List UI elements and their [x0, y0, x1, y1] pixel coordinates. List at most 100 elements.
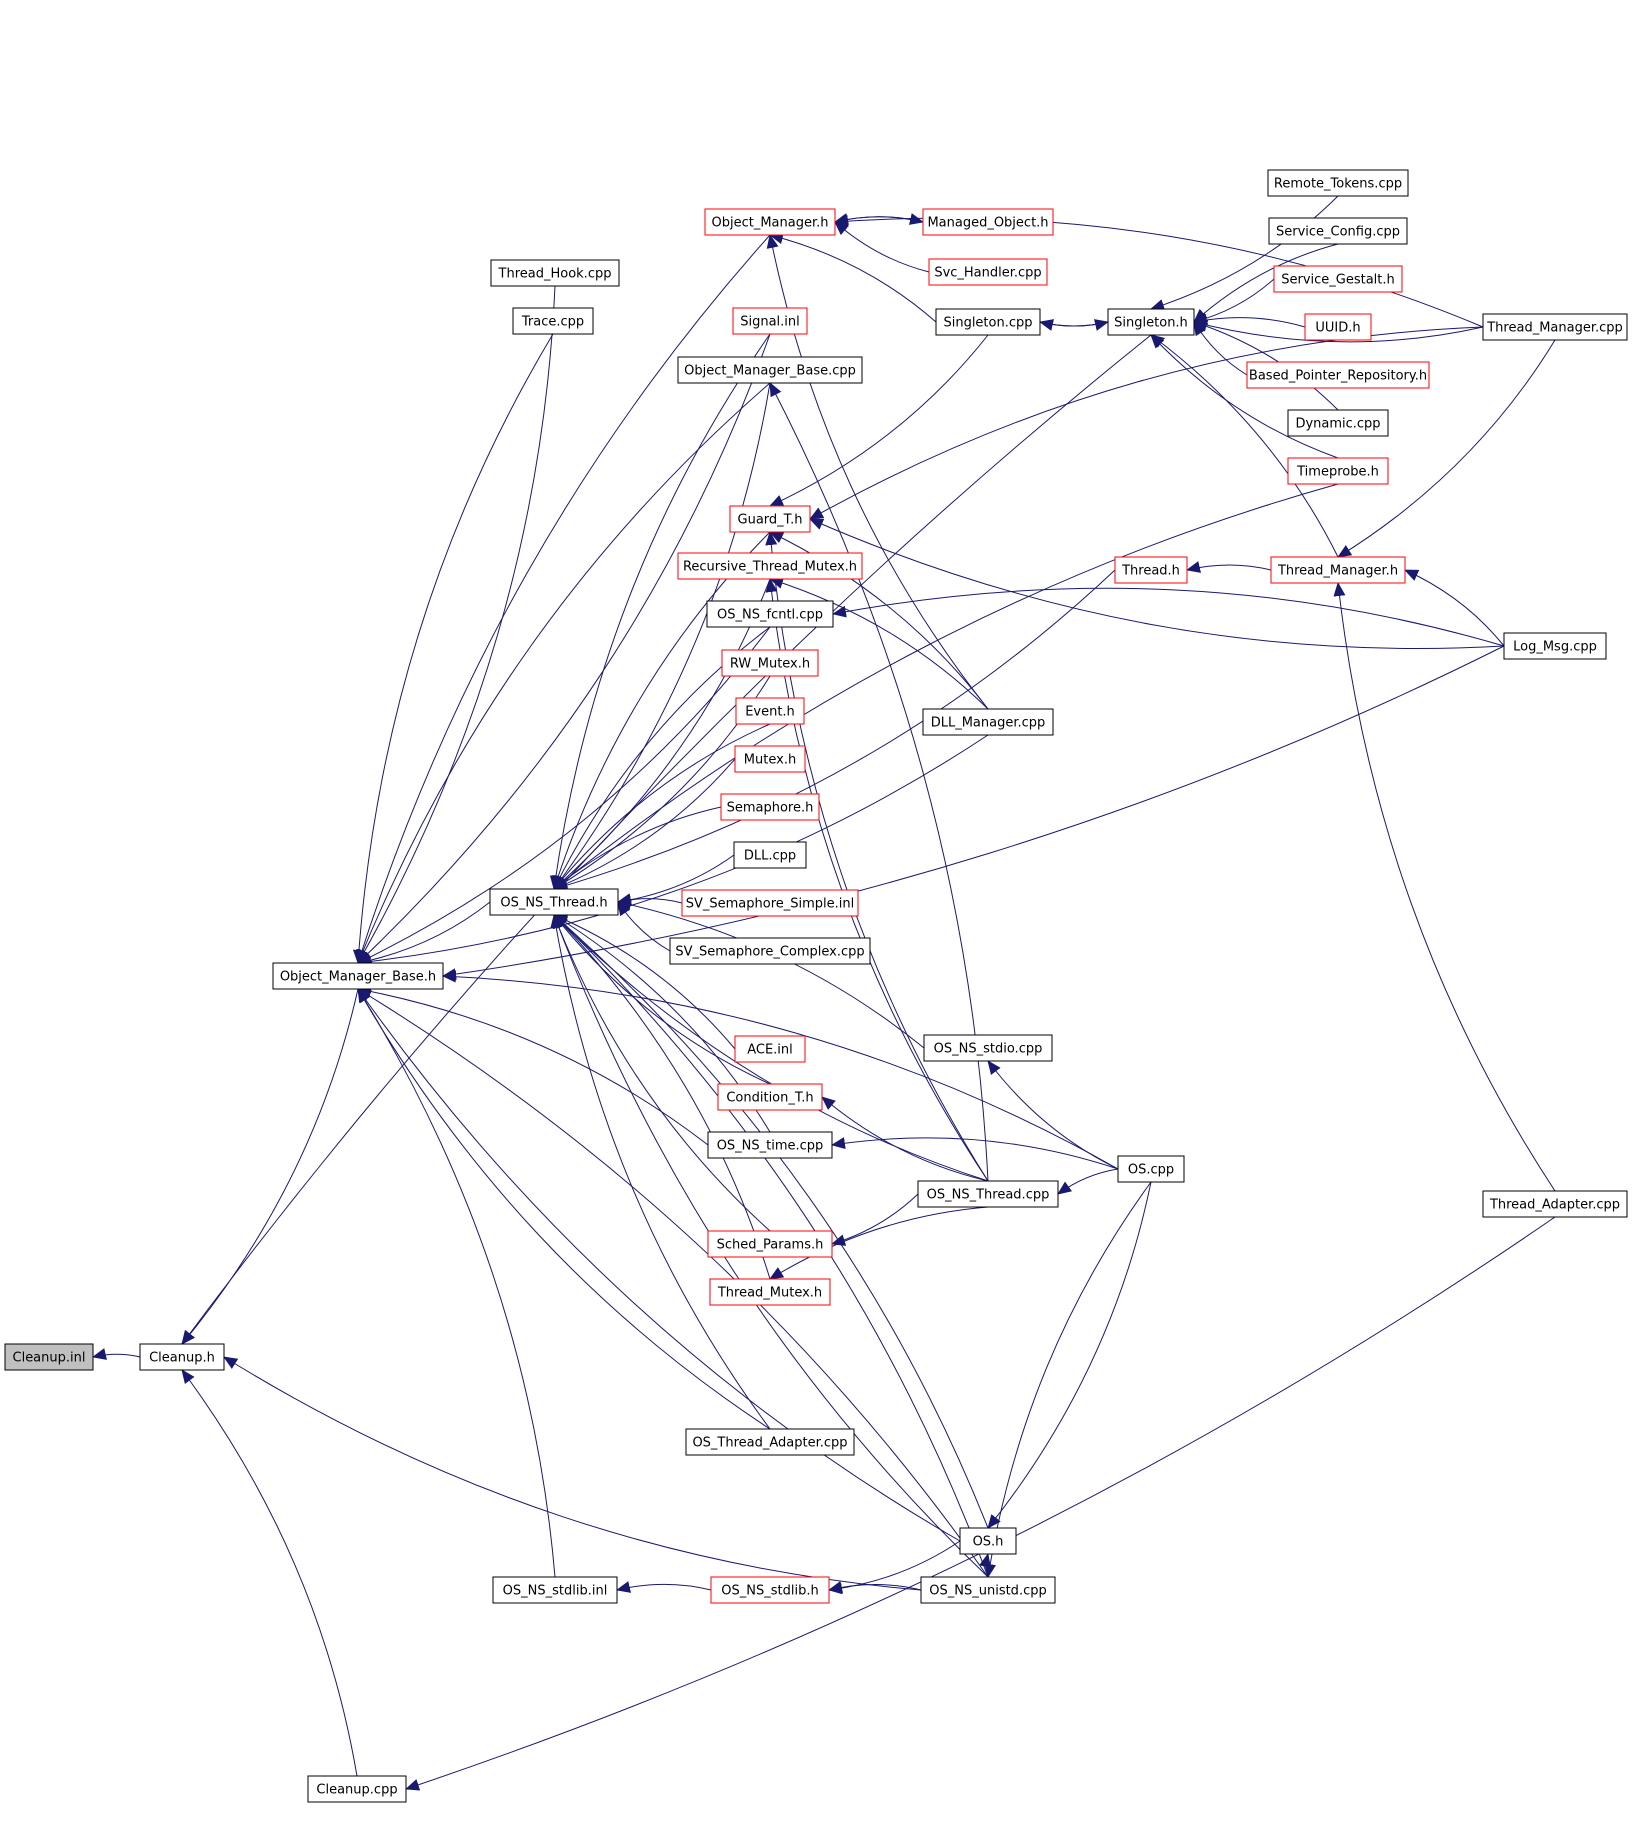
node-uuid-h[interactable]: UUID.h [1304, 313, 1372, 341]
node-recursive-thread-mutex-h[interactable]: Recursive_Thread_Mutex.h [677, 552, 863, 580]
node-os-ns-stdlib-inl[interactable]: OS_NS_stdlib.inl [492, 1576, 618, 1604]
node-guard-t-h[interactable]: Guard_T.h [729, 505, 811, 533]
node-os-ns-thread-h[interactable]: OS_NS_Thread.h [489, 888, 619, 916]
node-label: Svc_Handler.cpp [934, 266, 1041, 281]
node-box [1268, 217, 1408, 245]
node-os-ns-time-cpp[interactable]: OS_NS_time.cpp [707, 1131, 833, 1159]
edge-os_ns_unistd_cpp-to-object_manager_base_h [357, 988, 989, 1578]
node-box [935, 308, 1041, 336]
node-label: Dynamic.cpp [1295, 417, 1380, 432]
node-based-pointer-repository-h[interactable]: Based_Pointer_Repository.h [1246, 361, 1430, 389]
node-label: Sched_Params.h [717, 1238, 824, 1253]
edge-object_manager_base_cpp-to-os_ns_thread_h [553, 382, 771, 890]
edge-thread_h-to-os_ns_thread_h [553, 569, 1116, 892]
node-cleanup-h[interactable]: Cleanup.h [139, 1343, 225, 1371]
edge-os_ns_thread_cpp-to-sched_params_h [831, 1193, 919, 1246]
node-semaphore-h[interactable]: Semaphore.h [720, 793, 820, 821]
node-service-config-cpp[interactable]: Service_Config.cpp [1268, 217, 1408, 245]
node-event-h[interactable]: Event.h [735, 697, 805, 725]
node-label: OS_NS_time.cpp [717, 1139, 824, 1154]
node-dll-manager-cpp[interactable]: DLL_Manager.cpp [922, 708, 1054, 736]
node-trace-cpp[interactable]: Trace.cpp [512, 307, 594, 335]
edge-os_thread_adapter_cpp-to-os_ns_thread_h [550, 914, 771, 1430]
edge-singleton_cpp-to-object_manager_h [769, 232, 937, 323]
node-rw-mutex-h[interactable]: RW_Mutex.h [721, 649, 819, 677]
node-os-ns-fcntl-cpp[interactable]: OS_NS_fcntl.cpp [706, 600, 834, 628]
node-sv-semaphore-complex-cpp[interactable]: SV_Semaphore_Complex.cpp [669, 937, 871, 965]
node-label: ACE.inl [747, 1043, 793, 1058]
node-log-msg-cpp[interactable]: Log_Msg.cpp [1503, 632, 1607, 660]
edge-os_cpp-to-os_ns_thread_cpp [1057, 1168, 1119, 1195]
node-label: Managed_Object.h [927, 216, 1048, 231]
node-os-thread-adapter-cpp[interactable]: OS_Thread_Adapter.cpp [685, 1428, 855, 1456]
node-box [1503, 632, 1607, 660]
node-object-manager-base-h[interactable]: Object_Manager_Base.h [272, 962, 444, 990]
node-condition-t-h[interactable]: Condition_T.h [717, 1083, 823, 1111]
node-label: RW_Mutex.h [730, 657, 810, 672]
edge-singleton_cpp-to-singleton_h [1039, 319, 1109, 331]
node-dll-cpp[interactable]: DLL.cpp [733, 841, 807, 869]
node-dynamic-cpp[interactable]: Dynamic.cpp [1287, 409, 1389, 437]
node-sched-params-h[interactable]: Sched_Params.h [707, 1230, 833, 1258]
node-label: Service_Config.cpp [1276, 225, 1400, 240]
node-thread-manager-h[interactable]: Thread_Manager.h [1270, 556, 1406, 584]
node-os-h[interactable]: OS.h [959, 1527, 1017, 1555]
edge-object_manager_base_cpp-to-object_manager_base_h [357, 382, 771, 964]
node-cleanup-cpp[interactable]: Cleanup.cpp [307, 1775, 407, 1803]
node-object-manager-h[interactable]: Object_Manager.h [704, 208, 836, 236]
node-label: Guard_T.h [738, 513, 803, 528]
node-service-gestalt-h[interactable]: Service_Gestalt.h [1273, 265, 1403, 293]
node-label: OS_NS_stdio.cpp [934, 1042, 1043, 1057]
node-box [1304, 313, 1372, 341]
node-mutex-h[interactable]: Mutex.h [734, 745, 806, 773]
node-box [1117, 1155, 1185, 1183]
node-timeprobe-h[interactable]: Timeprobe.h [1287, 457, 1389, 485]
node-signal-inl[interactable]: Signal.inl [732, 307, 808, 335]
node-label: Condition_T.h [726, 1091, 813, 1106]
node-singleton-h[interactable]: Singleton.h [1107, 308, 1195, 336]
node-label: OS_Thread_Adapter.cpp [692, 1436, 847, 1451]
node-box [717, 1083, 823, 1111]
edge-thread_manager_cpp-to-guard_t_h [809, 326, 1484, 520]
node-thread-adapter-cpp[interactable]: Thread_Adapter.cpp [1482, 1190, 1628, 1218]
edge-service_config_cpp-to-singleton_h [1193, 243, 1339, 323]
edge-sched_params_h-to-os_ns_thread_h [553, 914, 771, 1232]
node-box [928, 258, 1048, 286]
node-ace-inl[interactable]: ACE.inl [734, 1035, 806, 1063]
edge-cleanup_cpp-to-cleanup_h [181, 1369, 358, 1777]
node-label: OS_NS_stdlib.h [721, 1584, 818, 1599]
node-os-ns-thread-cpp[interactable]: OS_NS_Thread.cpp [917, 1180, 1059, 1208]
node-thread-manager-cpp[interactable]: Thread_Manager.cpp [1482, 313, 1628, 341]
edge-os_ns_thread_cpp-to-thread_mutex_h [769, 1206, 989, 1280]
node-thread-h[interactable]: Thread.h [1114, 556, 1188, 584]
node-label: Timeprobe.h [1296, 465, 1379, 480]
edge-log_msg_cpp-to-guard_t_h [809, 518, 1505, 649]
node-object-manager-base-cpp[interactable]: Object_Manager_Base.cpp [677, 356, 863, 384]
edge-thread_adapter_cpp-to-cleanup_cpp [405, 1216, 1556, 1791]
node-box [677, 552, 863, 580]
node-label: Thread_Hook.cpp [498, 267, 612, 282]
node-managed-object-h[interactable]: Managed_Object.h [922, 208, 1054, 236]
node-box [729, 505, 811, 533]
node-box [720, 793, 820, 821]
node-box [707, 1230, 833, 1258]
node-remote-tokens-cpp[interactable]: Remote_Tokens.cpp [1267, 169, 1409, 197]
node-os-cpp[interactable]: OS.cpp [1117, 1155, 1185, 1183]
node-singleton-cpp[interactable]: Singleton.cpp [935, 308, 1041, 336]
node-os-ns-unistd-cpp[interactable]: OS_NS_unistd.cpp [920, 1576, 1056, 1604]
edge-service_gestalt_h-to-singleton_h [1193, 278, 1275, 325]
node-svc-handler-cpp[interactable]: Svc_Handler.cpp [928, 258, 1048, 286]
edge-cleanup_h-to-cleanup_inl [92, 1348, 141, 1360]
node-thread-hook-cpp[interactable]: Thread_Hook.cpp [490, 259, 620, 287]
node-sv-semaphore-simple-inl[interactable]: SV_Semaphore_Simple.inl [681, 889, 859, 917]
node-os-ns-stdlib-h[interactable]: OS_NS_stdlib.h [710, 1576, 830, 1604]
node-box [721, 649, 819, 677]
edge-dll_manager_cpp-to-guard_t_h [769, 531, 989, 710]
node-label: Mutex.h [744, 753, 796, 768]
node-os-ns-stdio-cpp[interactable]: OS_NS_stdio.cpp [923, 1034, 1053, 1062]
node-thread-mutex-h[interactable]: Thread_Mutex.h [709, 1278, 831, 1306]
node-label: DLL_Manager.cpp [931, 716, 1046, 731]
node-box [1114, 556, 1188, 584]
